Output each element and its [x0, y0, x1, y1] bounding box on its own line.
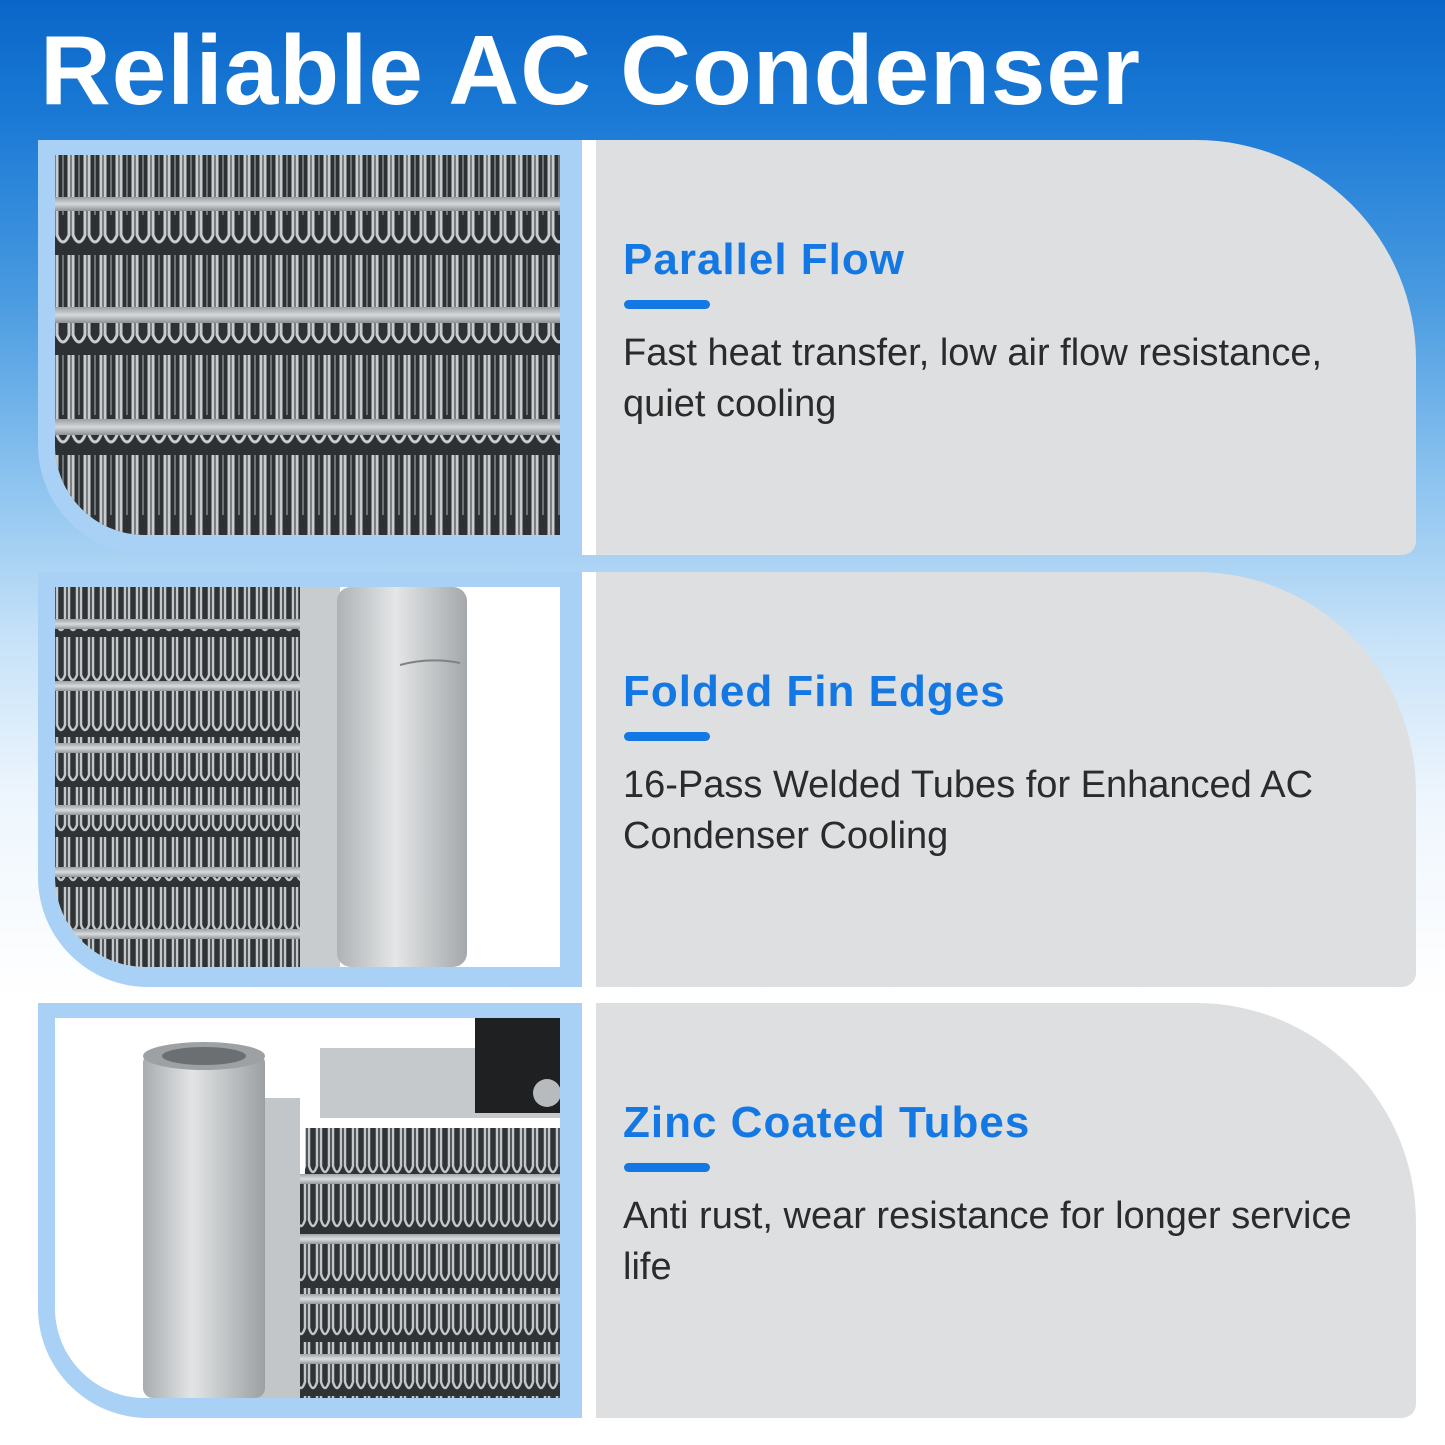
feature-title: Folded Fin Edges — [623, 667, 1006, 716]
photo-frame — [38, 572, 582, 987]
feature-title: Zinc Coated Tubes — [623, 1098, 1031, 1147]
feature-panel: Zinc Coated Tubes Anti rust, wear resist… — [596, 1003, 1416, 1418]
feature-panel: Folded Fin Edges 16-Pass Welded Tubes fo… — [596, 572, 1416, 987]
feature-row-folded-fin-edges: Folded Fin Edges 16-Pass Welded Tubes fo… — [38, 572, 1416, 987]
photo-frame — [38, 140, 582, 555]
feature-description: 16-Pass Welded Tubes for Enhanced AC Con… — [623, 764, 1314, 857]
feature-title: Parallel Flow — [623, 235, 905, 284]
condenser-pipe-end-image — [55, 1018, 560, 1398]
title-underline — [624, 1163, 710, 1172]
feature-panel: Parallel Flow Fast heat transfer, low ai… — [596, 140, 1416, 555]
title-underline — [624, 732, 710, 741]
condenser-fin-closeup-graphic — [55, 155, 560, 535]
title-underline — [624, 300, 710, 309]
feature-description: Fast heat transfer, low air flow resista… — [623, 332, 1323, 425]
page-headline: Reliable AC Condenser — [40, 15, 1142, 125]
condenser-fin-closeup-image — [55, 155, 560, 535]
condenser-pipe-end-graphic — [55, 1018, 560, 1398]
photo-frame — [38, 1003, 582, 1418]
row-divider — [582, 140, 596, 555]
feature-row-parallel-flow: Parallel Flow Fast heat transfer, low ai… — [38, 140, 1416, 555]
row-divider — [582, 1003, 596, 1418]
condenser-side-tank-image — [55, 587, 560, 967]
condenser-side-tank-graphic — [55, 587, 560, 967]
feature-description: Anti rust, wear resistance for longer se… — [623, 1195, 1352, 1288]
row-divider — [582, 572, 596, 987]
feature-row-zinc-coated-tubes: Zinc Coated Tubes Anti rust, wear resist… — [38, 1003, 1416, 1418]
